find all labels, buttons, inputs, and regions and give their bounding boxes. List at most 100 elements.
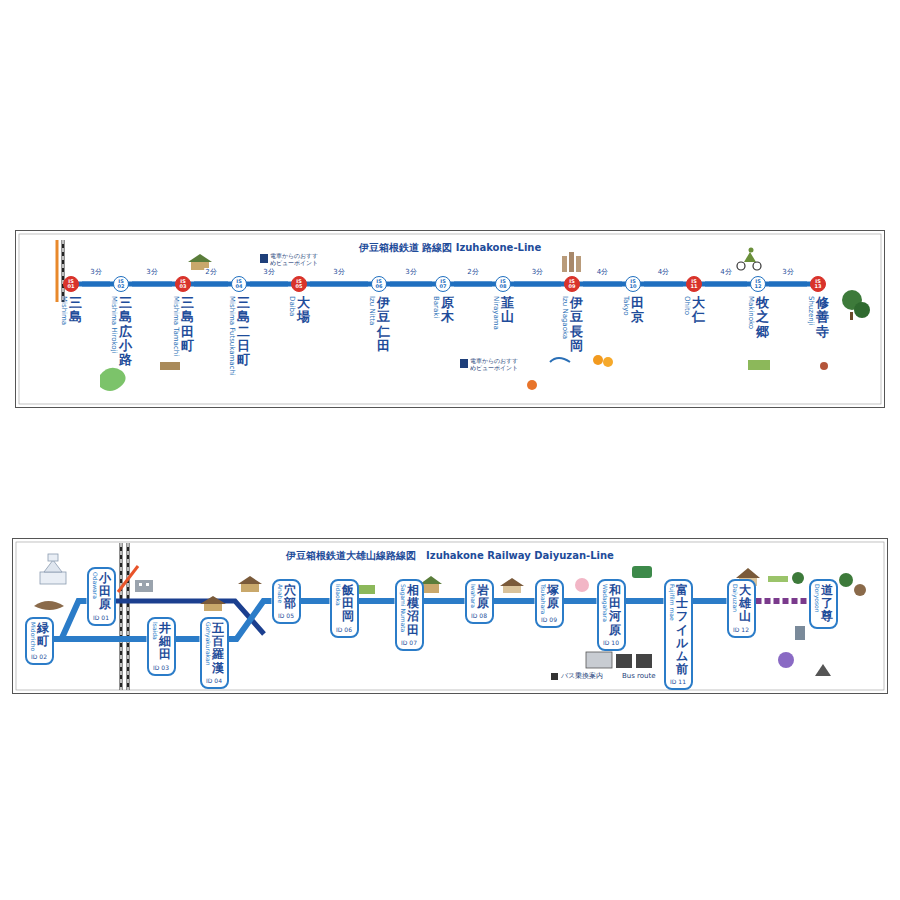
station: IS 13 Shuzenji修善寺 — [807, 276, 829, 339]
station-name-row: Mishima Hirokoji三島広小路 — [110, 296, 132, 367]
station-name-row: Iwahara岩原 — [470, 584, 489, 610]
station-number-circle: IS 11 — [686, 276, 702, 292]
track-connector — [310, 282, 368, 287]
romaji-column: Tsukahara — [540, 584, 546, 614]
romaji-column: Baraki — [432, 296, 439, 318]
station-number: ID 04 — [206, 678, 222, 684]
station-name-row: Gohyakurakan五百羅漢 — [205, 622, 224, 675]
station-name: 修善寺 — [816, 296, 829, 339]
station-name: 小田原 — [99, 572, 111, 612]
travel-time: 4分 — [596, 268, 609, 277]
map-icon — [100, 368, 126, 391]
track-connector — [301, 598, 330, 604]
jr-line — [62, 240, 63, 302]
station-number: ID 11 — [670, 679, 686, 685]
logo-icon — [550, 358, 570, 362]
travel-time: 4分 — [719, 268, 732, 277]
romaji-column: Doryoson — [814, 584, 820, 613]
temple-icon — [500, 578, 524, 593]
station-name-row: Wadagahara和田河原 — [602, 584, 621, 637]
station-name: 原木 — [441, 296, 454, 325]
station: IS 02 Mishima Hirokoji三島広小路 — [110, 276, 132, 367]
station-romaji: Doryoson — [814, 584, 820, 613]
station-name-row: Makinoko牧之郷 — [747, 296, 769, 339]
station: IS 03Mishima Tamachi三島田町 — [172, 276, 194, 356]
track-connector — [583, 282, 622, 287]
travel-time: 3分 — [145, 268, 158, 277]
station-number-circle: IS 07 — [435, 276, 451, 292]
station-number-circle: IS 13 — [810, 276, 826, 292]
station-box: Odawara小田原ID 01 — [87, 567, 116, 626]
food-icon — [34, 601, 64, 610]
station-name-row: Shuzenji修善寺 — [807, 296, 829, 339]
station-romaji: Mishima — [60, 296, 67, 325]
station-name-row: Mishima Futsukamachi三島二日町 — [228, 296, 250, 376]
romaji-column: Gohyakurakan — [205, 622, 211, 665]
station-box: Wadagahara和田河原 ID 10 — [597, 579, 626, 651]
station-name: 富士フイルム前 — [676, 584, 688, 676]
track-connector — [705, 282, 747, 287]
fruit-icon — [527, 380, 537, 390]
romaji-column: Shuzenji — [807, 296, 814, 326]
travel-time: 3分 — [531, 268, 544, 277]
romaji-column: Takyo — [622, 296, 629, 316]
station-number: IS 03 — [179, 279, 188, 289]
station-name: 田京 — [631, 296, 644, 325]
station-name-row: Mishima三島 — [60, 296, 82, 325]
station-romaji: Mishima Hirokoji — [110, 296, 117, 354]
station: IS 07 Baraki原木 — [432, 276, 454, 325]
romaji-column: Daiyuzan — [732, 584, 738, 612]
station-name: 大場 — [297, 296, 310, 325]
station-box: Anabe穴部ID 05 — [272, 579, 301, 624]
station-name: 大雄山 — [739, 584, 751, 624]
route-strip: 伊豆箱根鉄道 路線図 Izuhakone-LineIS 01Mishima三島I… — [15, 230, 885, 408]
track-connector — [194, 282, 228, 287]
station-box: Iidaoka飯田岡ID 06 — [330, 579, 359, 638]
station-name-row: Daiyuzan大雄山 — [732, 584, 751, 624]
track-connector — [390, 282, 432, 287]
strip-frame — [19, 234, 881, 404]
station-name: 伊豆長岡 — [570, 296, 583, 353]
track-connector — [54, 636, 147, 642]
station: IS 01 Mishima三島 — [60, 276, 82, 325]
track-connector — [250, 282, 288, 287]
station-romaji: Wadagahara — [602, 584, 608, 622]
station-romaji: Iidaoka — [335, 584, 341, 606]
jr-line — [120, 543, 123, 690]
temple-icon — [238, 576, 262, 592]
jr-line — [62, 240, 65, 302]
station-number: ID 10 — [603, 640, 619, 646]
travel-time: 3分 — [781, 268, 794, 277]
station-number: IS 04 — [235, 279, 244, 289]
station-name: 韮山 — [501, 296, 514, 325]
field-icon — [748, 360, 770, 370]
station-romaji: Isaida — [152, 622, 158, 640]
temple-icon — [200, 596, 226, 611]
station-romaji: Daiba — [288, 296, 295, 316]
station-name: 三島二日町 — [237, 296, 250, 367]
station-name: 穴部 — [284, 584, 296, 610]
station-romaji: Izu Nagaoka — [561, 296, 568, 339]
train-icon — [632, 566, 652, 578]
station: IS 09Izu Nagaoka伊豆長岡 — [561, 276, 583, 353]
travel-time: 3分 — [262, 268, 275, 277]
station-name-row: Daiba大場 — [288, 296, 310, 325]
note-label: バス乗換案内 — [561, 672, 603, 680]
track-connector — [229, 601, 272, 639]
station-name-row: Mishima Tamachi三島田町 — [172, 296, 194, 356]
station-number: IS 02 — [117, 279, 126, 289]
station-name: 三島田町 — [181, 296, 194, 353]
station-name: 飯田岡 — [342, 584, 354, 624]
field-icon — [768, 576, 788, 582]
station-romaji: Mishima Tamachi — [172, 296, 179, 356]
station-number-circle: IS 02 — [113, 276, 129, 292]
viewpoint-icon — [260, 254, 268, 263]
romaji-column: Mishima Futsukamachi — [228, 296, 235, 376]
building-icon — [160, 362, 180, 370]
station-name-row: Odawara小田原 — [92, 572, 111, 612]
station-number-circle: IS 04 — [231, 276, 247, 292]
station-number-circle: IS 01 — [63, 276, 79, 292]
station-number-circle: IS 12 — [750, 276, 766, 292]
